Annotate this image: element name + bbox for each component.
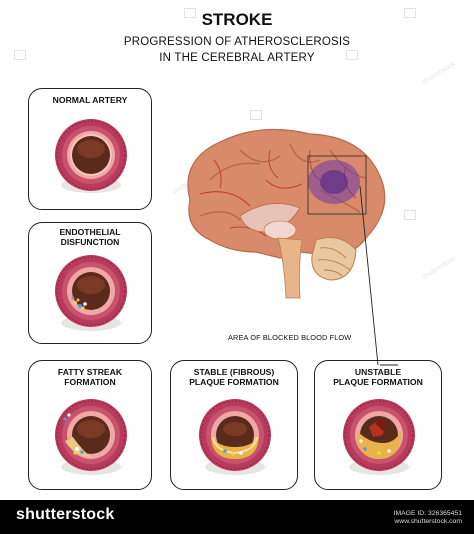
watermark-logo-icon bbox=[346, 50, 358, 60]
panel-label-line1: UNSTABLE bbox=[354, 367, 402, 377]
unstable-plaque-artery-illustration bbox=[343, 399, 415, 475]
panel-label-line1: ENDOTHELIAL bbox=[59, 227, 121, 237]
panel-label-line2: DISFUNCTION bbox=[60, 237, 120, 247]
panel-label: NORMAL ARTERY bbox=[52, 95, 128, 105]
panel-fatty-streak-formation: FATTY STREAK FORMATION bbox=[28, 360, 152, 490]
footer-site: www.shutterstock.com bbox=[394, 518, 462, 525]
panel-label-line2: PLAQUE FORMATION bbox=[189, 377, 279, 387]
fatty-streak-artery-illustration bbox=[55, 399, 127, 475]
footer-bar: shutterstock IMAGE ID: 326365451 www.shu… bbox=[0, 500, 474, 534]
normal-artery-illustration bbox=[55, 119, 127, 193]
watermark-logo-icon bbox=[404, 8, 416, 18]
panel-label-line1: FATTY STREAK bbox=[57, 367, 123, 377]
stable-plaque-artery-illustration bbox=[199, 399, 271, 475]
footer-image-id: IMAGE ID: 326365451 bbox=[393, 510, 462, 517]
brain-illustration bbox=[187, 128, 386, 299]
blocked-flow-caption: AREA OF BLOCKED BLOOD FLOW bbox=[228, 333, 352, 342]
diagram-subtitle-line1: PROGRESSION OF ATHEROSCLEROSIS bbox=[123, 36, 351, 48]
diagram-title: STROKE bbox=[201, 10, 273, 29]
watermark-logo-icon bbox=[250, 110, 262, 120]
callout-lines bbox=[359, 185, 398, 366]
panel-stable-plaque-formation: STABLE (FIBROUS) PLAQUE FORMATION bbox=[170, 360, 298, 490]
diagram-subtitle-line2: IN THE CEREBRAL ARTERY bbox=[159, 52, 315, 64]
panel-normal-artery: NORMAL ARTERY bbox=[28, 88, 152, 210]
panel-endothelial-disfunction: ENDOTHELIAL DISFUNCTION bbox=[28, 222, 152, 344]
panel-unstable-plaque-formation: UNSTABLE PLAQUE FORMATION bbox=[314, 360, 442, 490]
panel-label-line1: STABLE (FIBROUS) bbox=[193, 367, 275, 377]
watermark-logo-icon bbox=[404, 210, 416, 220]
watermark-logo-icon bbox=[14, 50, 26, 60]
footer-image-info: IMAGE ID: 326365451 www.shutterstock.com bbox=[394, 510, 462, 526]
panel-label-line2: FORMATION bbox=[64, 377, 116, 387]
watermark-logo-icon bbox=[184, 8, 196, 18]
endothelial-artery-illustration bbox=[55, 255, 127, 331]
panel-label-line2: PLAQUE FORMATION bbox=[333, 377, 423, 387]
footer-brand: shutterstock bbox=[16, 506, 115, 523]
